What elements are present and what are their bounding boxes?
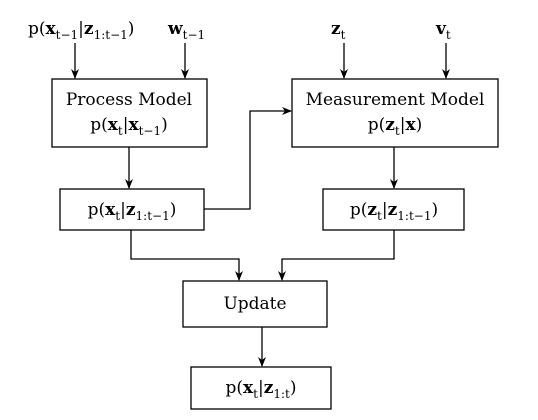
likelihood-formula: p(zt|z1:t−1) <box>350 200 438 223</box>
arrow-prediction-to-measurement-model <box>204 107 292 210</box>
process-model-formula: p(xt|xt−1) <box>90 115 168 138</box>
input-measurement: zt <box>331 19 346 42</box>
measurement-model-box <box>291 78 499 148</box>
measurement-model-formula: p(zt|x) <box>368 115 423 138</box>
update-title: Update <box>223 294 286 314</box>
prediction-formula: p(xt|z1:t−1) <box>88 200 177 223</box>
input-prior-previous: p(xt−1|z1:t−1) <box>28 19 134 42</box>
prediction-box <box>59 188 205 231</box>
arrow-prediction-to-update <box>130 230 243 281</box>
input-process-noise: wt−1 <box>167 19 205 42</box>
posterior-formula: p(xt|z1:t) <box>225 378 296 401</box>
process-model-box <box>51 78 208 148</box>
input-measurement-noise: vt <box>435 19 451 42</box>
measurement-model-title: Measurement Model <box>306 90 485 110</box>
arrow-likelihood-to-update <box>278 230 395 281</box>
posterior-box <box>190 366 332 410</box>
process-model-title: Process Model <box>66 90 192 110</box>
likelihood-box <box>322 188 465 231</box>
update-box <box>182 280 328 328</box>
